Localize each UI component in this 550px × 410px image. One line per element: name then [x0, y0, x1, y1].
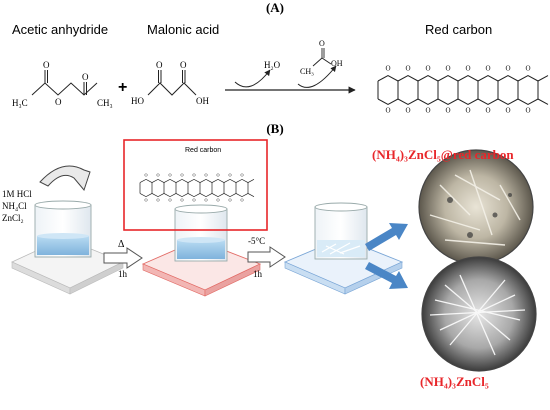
panel-a-label: (A): [266, 0, 284, 15]
polymer-oxygen: O: [193, 172, 196, 177]
crystal-photo-bottom: [421, 256, 537, 372]
beaker-3: [314, 202, 368, 260]
polymer-oxygen: O: [157, 197, 160, 202]
malonic-oh: OH: [196, 96, 209, 106]
acetic-acid-o: O: [319, 39, 325, 48]
polymer-oxygen: O: [145, 172, 148, 177]
inset-title: Red carbon: [185, 147, 221, 154]
polymer-oxygen: O: [169, 172, 172, 177]
reaction-arrow: [225, 65, 356, 94]
red-carbon-inset-box: [123, 139, 268, 231]
polymer-oxygen: O: [229, 197, 232, 202]
reactant-2-label: Malonic acid: [147, 22, 219, 37]
malonic-ho: HO: [131, 96, 144, 106]
polymer-oxygen: O: [205, 197, 208, 202]
plus-sign: +: [118, 79, 127, 96]
polymer-oxygen: O: [406, 106, 411, 114]
blue-arrow-top: [365, 223, 408, 251]
step-1-time: 1h: [118, 269, 128, 279]
polymer-oxygen: O: [526, 65, 531, 73]
beaker-1: [34, 200, 92, 258]
polymer-oxygen: O: [193, 197, 196, 202]
acetic-acid-oh: OH: [331, 59, 343, 68]
product-top-label: (NH₄)₃ZnCl₅@red carbon: [372, 147, 514, 162]
blue-arrow-bottom: [365, 262, 408, 289]
step-1-heat: Δ: [118, 239, 125, 250]
h3c-label: H₃C: [12, 98, 28, 108]
plate-2-red: [141, 239, 262, 297]
reagent-zncl2: ZnCl₂: [2, 213, 24, 223]
polymer-oxygen: O: [406, 65, 411, 73]
polymer-oxygen: O: [506, 65, 511, 73]
polymer-oxygen: O: [181, 197, 184, 202]
polymer-oxygen: O: [486, 106, 491, 114]
step-2-temp: -5°C: [248, 236, 265, 246]
polymer-oxygen: O: [426, 65, 431, 73]
polymer-oxygen: O: [446, 106, 451, 114]
plate-3-blue: [283, 237, 404, 295]
reagent-hcl: 1M HCl: [2, 189, 32, 199]
anhydride-o-top-2: O: [82, 72, 89, 82]
step-2-time: 1h: [253, 269, 263, 279]
polymer-bond: [139, 193, 255, 198]
pour-arrow: [39, 165, 91, 192]
malonic-o-right: O: [180, 60, 187, 70]
polymer-oxygen: O: [157, 172, 160, 177]
step-arrow-1: [103, 247, 143, 269]
polymer-oxygen: O: [181, 172, 184, 177]
malonic-o-left: O: [156, 60, 163, 70]
acetic-acid-ch3: CH₃: [300, 67, 314, 76]
beaker-2: [174, 204, 228, 262]
reactant-1-label: Acetic anhydride: [12, 22, 108, 37]
product-label: Red carbon: [425, 22, 492, 37]
polymer-bond: [377, 98, 549, 105]
polymer-oxygen: O: [386, 65, 391, 73]
polymer-oxygen: O: [145, 197, 148, 202]
polymer-oxygen: O: [241, 172, 244, 177]
red-carbon-structure: O O O O O O O O O O O O O O O O: [377, 65, 549, 114]
ch3-label: CH₃: [97, 98, 113, 108]
polymer-oxygen: O: [426, 106, 431, 114]
polymer-oxygen: O: [466, 65, 471, 73]
inset-red-carbon-structure: O O O O O O O O O O O O O O O O O O: [139, 172, 255, 202]
polymer-oxygen: O: [169, 197, 172, 202]
polymer-oxygen: O: [217, 172, 220, 177]
water-byproduct: H₂O: [264, 60, 281, 70]
malonic-acid-structure: [147, 70, 197, 96]
polymer-oxygen: O: [241, 197, 244, 202]
polymer-oxygen: O: [466, 106, 471, 114]
polymer-oxygen: O: [205, 172, 208, 177]
anhydride-o-bridge: O: [55, 97, 62, 107]
polymer-oxygen: O: [229, 172, 232, 177]
step-arrow-2: [247, 246, 286, 268]
reagent-nh4cl: NH₄Cl: [2, 201, 27, 211]
polymer-bond: [139, 178, 255, 183]
polymer-oxygen: O: [446, 65, 451, 73]
crystal-photo-top: [418, 149, 534, 265]
acetic-anhydride-structure: [31, 70, 98, 96]
polymer-oxygen: O: [486, 65, 491, 73]
product-bottom-label: (NH₄)₃ZnCl₅: [420, 374, 489, 389]
polymer-oxygen: O: [526, 106, 531, 114]
anhydride-o-top: O: [43, 60, 50, 70]
panel-b-label: (B): [266, 121, 283, 136]
polymer-bond: [377, 75, 549, 82]
acetic-acid-byproduct: [312, 48, 332, 67]
polymer-oxygen: O: [217, 197, 220, 202]
polymer-oxygen: O: [386, 106, 391, 114]
polymer-oxygen: O: [506, 106, 511, 114]
